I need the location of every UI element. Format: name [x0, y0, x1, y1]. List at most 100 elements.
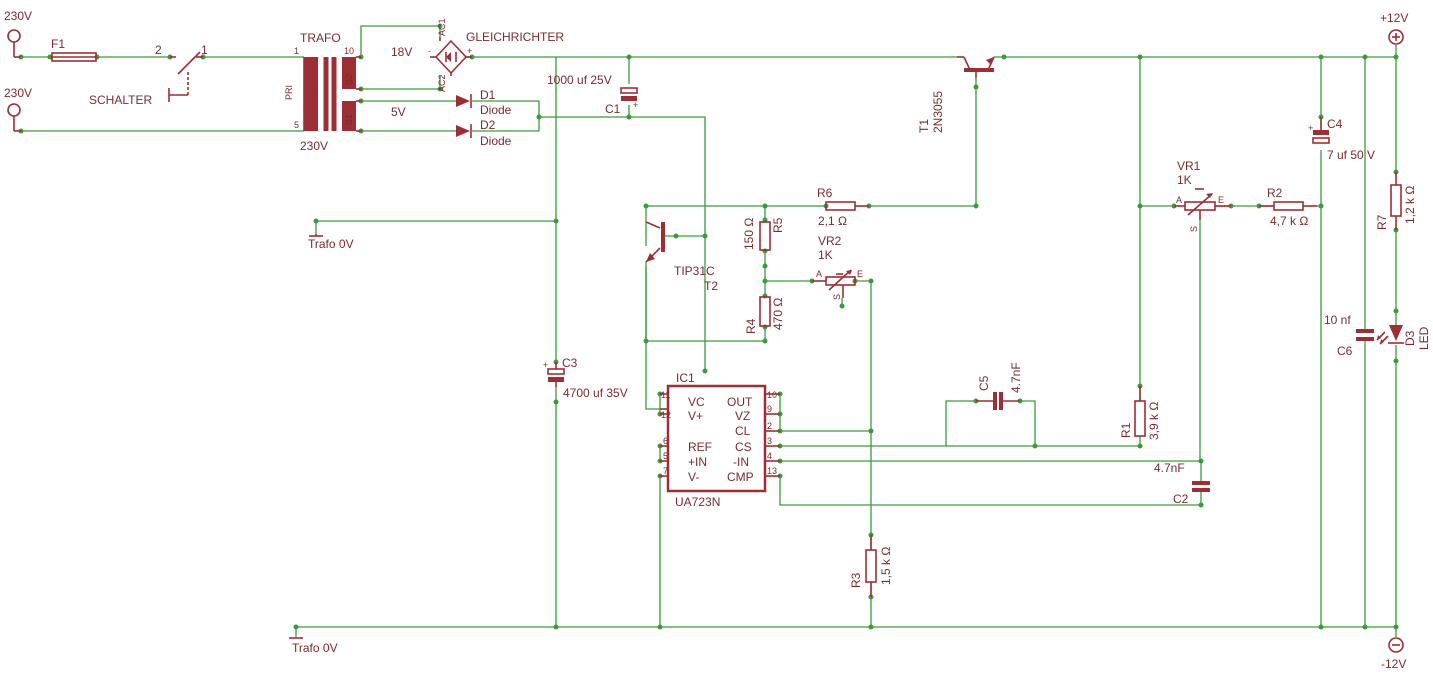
r2-label: R2	[1267, 186, 1283, 200]
junctions	[18, 23, 1399, 630]
r7-label: R7	[1375, 214, 1389, 230]
diode-d1-type: Diode	[480, 103, 512, 117]
r1-value: 3,9 k Ω	[1147, 402, 1161, 440]
transformer-pri-label: PRI	[284, 85, 294, 100]
input-230v-bottom-label: 230V	[4, 86, 32, 100]
c2-value: 4.7nF	[1154, 461, 1185, 475]
resistor-r5	[759, 221, 771, 251]
transistor-t1	[957, 56, 995, 78]
ic-pin-ref: REF	[688, 440, 712, 454]
diode-d2-label: D2	[480, 118, 496, 132]
label-5v: 5V	[391, 105, 406, 119]
resistor-r6	[825, 201, 869, 211]
minus12-label: -12V	[1381, 657, 1406, 671]
ic-pin-5: 5	[663, 451, 668, 461]
fuse-f1	[51, 52, 97, 62]
transformer-s1-label: S1	[344, 114, 354, 125]
r5-value: 150 Ω	[742, 218, 756, 250]
ic-pin-3: 3	[767, 436, 772, 446]
vr2-e: E	[857, 269, 863, 279]
rectifier-bridge	[430, 37, 472, 76]
r6-label: R6	[817, 186, 833, 200]
input-230v-top-label: 230V	[4, 9, 32, 23]
r5-label: R5	[771, 217, 785, 233]
vr1-value: 1K	[1177, 173, 1192, 187]
switch-label: SCHALTER	[89, 93, 152, 107]
switch-pin-2: 2	[155, 43, 162, 57]
transformer-trafo	[303, 56, 361, 132]
ic-pin-in-plus: +IN	[688, 455, 707, 469]
wires	[21, 25, 1397, 637]
t1-label: T1	[917, 119, 931, 133]
ground-symbol-top	[309, 234, 323, 237]
ic-pin-vz: VZ	[735, 409, 750, 423]
vr2-s: S	[832, 294, 842, 300]
transformer-pin-10: 10	[344, 46, 354, 56]
vr1-a: A	[1176, 195, 1182, 205]
c6-value: 10 nf	[1324, 313, 1351, 327]
rectifier-name: GLEICHRICHTER	[466, 30, 564, 44]
vr1-label: VR1	[1177, 159, 1201, 173]
ic-pin-7: 7	[663, 466, 668, 476]
resistor-r1	[1134, 386, 1146, 437]
potentiometer-vr2	[812, 269, 856, 298]
r3-value: 1,5 k Ω	[879, 547, 893, 585]
resistor-r2	[1259, 201, 1317, 211]
c3-value: 4700 uf 35V	[563, 386, 628, 400]
ic1-type: UA723N	[675, 495, 720, 509]
ic-pin-vc: VC	[688, 395, 705, 409]
vr1-e: E	[1218, 195, 1224, 205]
vr1-s: S	[1189, 226, 1199, 232]
capacitor-c2	[1192, 481, 1210, 492]
ic-pin-cs: CS	[735, 440, 752, 454]
r3-label: R3	[849, 572, 863, 588]
ic-pin-9: 9	[767, 404, 772, 414]
transformer-230v-label: 230V	[300, 139, 328, 153]
ic-pin-11: 11	[661, 390, 670, 400]
rectifier-ac2-label: AC2	[437, 74, 447, 92]
ic-ua723	[660, 384, 780, 493]
rectifier-minus: -	[428, 46, 431, 56]
ic-pin-13: 13	[767, 466, 777, 476]
r7-value: 1,2 k Ω	[1403, 186, 1417, 224]
rectifier-plus: +	[467, 46, 472, 56]
r1-label: R1	[1119, 422, 1133, 438]
c1-label: C1	[605, 102, 621, 116]
diode-d2-type: Diode	[480, 134, 512, 148]
vr2-a: A	[816, 269, 822, 279]
vr2-label: VR2	[818, 234, 842, 248]
capacitor-c4	[1312, 117, 1330, 144]
c1-value: 1000 uf 25V	[547, 73, 612, 87]
resistor-r4	[759, 296, 771, 327]
diode-d1-label: D1	[480, 88, 496, 102]
ic-pin-12: 12	[661, 410, 671, 420]
capacitor-c6	[1356, 329, 1374, 341]
potentiometer-vr1	[1174, 188, 1231, 220]
ic-pin-in-minus: -IN	[733, 455, 749, 469]
vr2-value: 1K	[818, 248, 833, 262]
output-terminal-plus	[1388, 29, 1404, 45]
t2-label: T2	[704, 279, 718, 293]
transformer-label: TRAFO	[300, 31, 341, 45]
diode-d2	[456, 124, 472, 138]
c5-label: C5	[977, 375, 991, 391]
t2-type: TIP31C	[674, 264, 715, 278]
capacitor-c3	[547, 362, 565, 387]
c6-label: C6	[1337, 344, 1353, 358]
r6-value: 2,1 Ω	[818, 214, 847, 228]
c2-label: C2	[1173, 492, 1189, 506]
c4-label: C4	[1327, 117, 1343, 131]
ic1-label: IC1	[676, 371, 695, 385]
rectifier-18v-label: 18V	[391, 45, 412, 59]
transformer-pin-5: 5	[294, 120, 299, 130]
ic-pin-10: 10	[767, 390, 777, 400]
rectifier-ac1-label: AC1	[437, 18, 447, 36]
resistor-r3	[865, 535, 877, 597]
c1-plus: +	[633, 100, 638, 110]
switch-schalter	[168, 51, 203, 102]
transistor-t2	[645, 221, 665, 263]
r2-value: 4,7 k Ω	[1270, 214, 1308, 228]
switch-pin-1: 1	[201, 43, 208, 57]
transformer-pin-1: 1	[294, 46, 299, 56]
